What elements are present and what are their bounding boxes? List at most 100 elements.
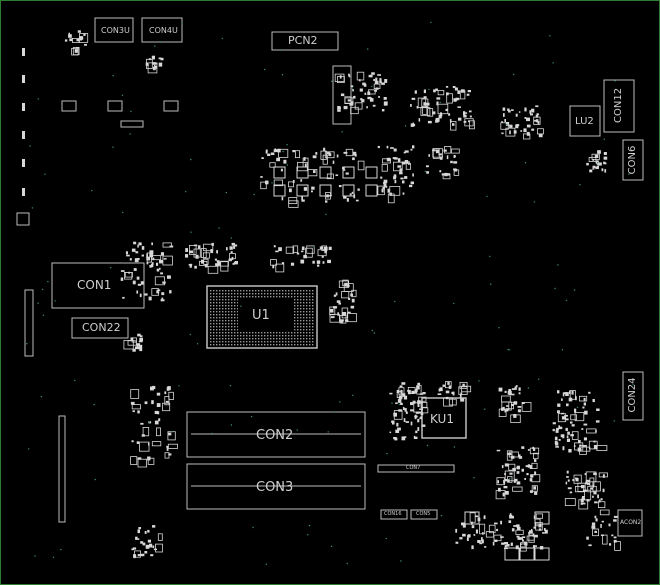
- smd-part: [151, 441, 162, 447]
- smd-part: [417, 403, 420, 407]
- bga-ball: [228, 317, 230, 319]
- bga-ball: [219, 308, 221, 310]
- smd-part: [512, 467, 516, 472]
- smd-part: [332, 160, 335, 164]
- smd-part: [234, 244, 238, 247]
- smd-part: [463, 114, 467, 118]
- smd-part: [507, 108, 510, 111]
- bga-ball: [282, 338, 284, 340]
- smd-part: [580, 485, 585, 489]
- bga-ball: [216, 341, 218, 343]
- smd-part: [152, 257, 155, 261]
- bga-ball: [309, 335, 311, 337]
- smd-part: [516, 471, 520, 474]
- bga-ball: [285, 338, 287, 340]
- bga-ball: [288, 335, 290, 337]
- smd-part: [509, 472, 513, 475]
- bga-ball: [267, 332, 269, 334]
- test-point: [252, 526, 254, 529]
- smd-part: [594, 491, 597, 494]
- bga-ball: [288, 341, 290, 343]
- bga-ball: [246, 341, 248, 343]
- test-point: [371, 329, 373, 332]
- smd-part: [377, 145, 380, 149]
- bga-ball: [312, 326, 314, 328]
- smd-part: [346, 284, 350, 288]
- test-point: [31, 207, 34, 209]
- bga-ball: [303, 317, 305, 319]
- ram-chip: [342, 166, 355, 179]
- bga-ball: [210, 320, 212, 322]
- bga-ball: [225, 311, 227, 313]
- smd-part: [448, 113, 451, 116]
- test-point: [552, 62, 554, 64]
- smd-part: [592, 528, 599, 537]
- smd-part: [558, 439, 561, 441]
- smd-part: [136, 343, 141, 347]
- smd-part: [438, 388, 441, 392]
- smd-part: [531, 128, 535, 131]
- bga-ball: [306, 329, 308, 331]
- smd-part: [167, 432, 172, 436]
- smd-part: [137, 538, 140, 540]
- test-point: [426, 444, 429, 447]
- bga-ball: [303, 344, 305, 346]
- bga-ball: [312, 314, 314, 316]
- bga-ball: [288, 290, 290, 292]
- smd-part: [214, 258, 217, 261]
- smd-part: [439, 156, 443, 160]
- label-con12: CON12: [613, 87, 624, 123]
- con3-outline: [186, 463, 366, 510]
- smd-part: [162, 281, 166, 284]
- smd-part: [400, 402, 403, 405]
- bga-ball: [210, 326, 212, 328]
- smd-part: [455, 541, 459, 544]
- smd-part: [146, 262, 149, 265]
- smd-part: [426, 165, 429, 168]
- smd-part: [329, 308, 334, 313]
- bga-ball: [294, 329, 296, 331]
- smd-part: [386, 145, 389, 149]
- smd-part: [401, 436, 406, 441]
- bga-ball: [210, 332, 212, 334]
- smd-part: [417, 418, 420, 423]
- smd-part: [289, 188, 292, 193]
- test-point: [371, 85, 373, 88]
- smd-part: [357, 188, 360, 191]
- label-con1: CON1: [77, 278, 112, 292]
- bga-ball: [306, 320, 308, 322]
- smd-part: [164, 396, 170, 406]
- test-point: [240, 305, 242, 307]
- smd-part: [315, 152, 318, 155]
- test-point: [507, 348, 509, 351]
- smd-part: [368, 74, 373, 78]
- bga-ball: [231, 296, 233, 298]
- bga-ball: [210, 299, 212, 301]
- bga-ball: [240, 332, 242, 334]
- bga-ball: [252, 344, 254, 346]
- bga-ball: [213, 344, 215, 346]
- bga-ball: [225, 323, 227, 325]
- smd-part: [440, 112, 442, 115]
- bga-ball: [309, 305, 311, 307]
- bga-ball: [297, 326, 299, 328]
- smd-part: [564, 498, 576, 506]
- smd-part: [526, 535, 535, 541]
- smd-part: [366, 106, 368, 109]
- smd-part: [602, 474, 605, 478]
- smd-part: [572, 479, 575, 482]
- smd-part: [131, 248, 136, 252]
- smd-part: [351, 289, 357, 298]
- smd-part: [444, 381, 452, 389]
- smd-part: [481, 539, 484, 544]
- bga-ball: [252, 335, 254, 337]
- smd-part: [488, 524, 496, 534]
- bga-ball: [297, 305, 299, 307]
- smd-part: [468, 110, 472, 113]
- smd-part: [475, 529, 478, 534]
- test-point: [230, 237, 233, 239]
- smd-part: [281, 196, 284, 201]
- bga-ball: [243, 296, 245, 298]
- smd-part: [496, 477, 505, 486]
- smd-part: [219, 261, 229, 267]
